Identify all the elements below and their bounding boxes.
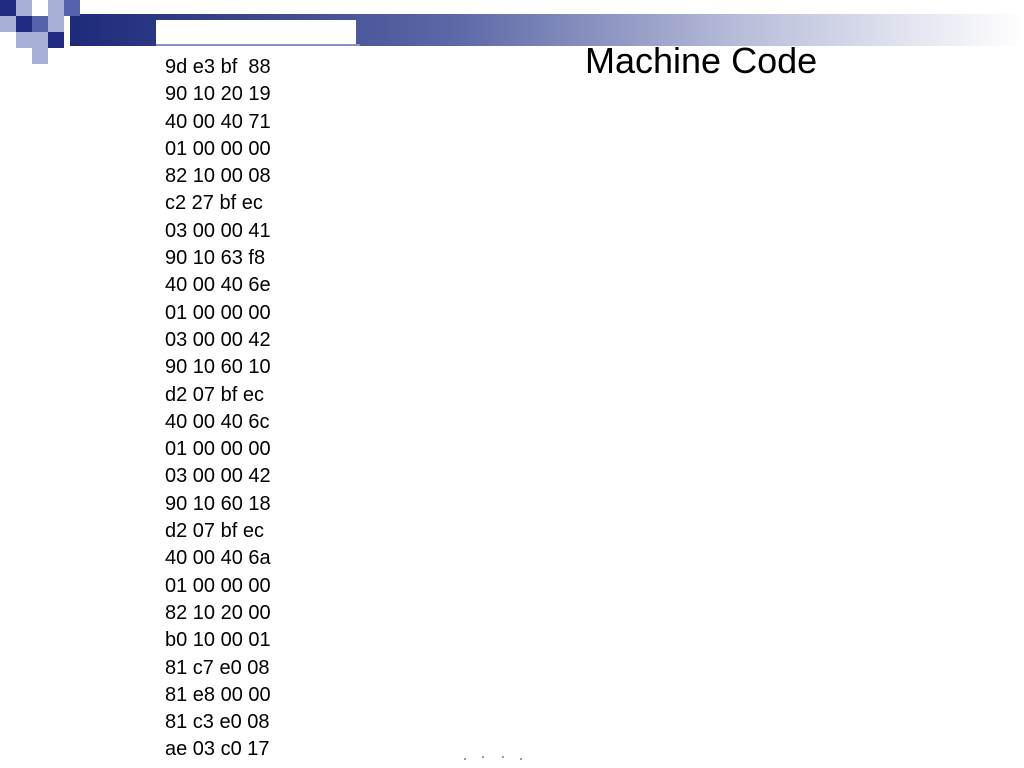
code-line: d2 07 bf ec: [165, 383, 264, 406]
code-line: 81 c3 e0 08: [165, 711, 270, 734]
code-line: 40 00 40 71: [165, 110, 271, 133]
code-line: 03 00 00 42: [165, 465, 271, 488]
code-line: c2 27 bf ec: [165, 192, 263, 215]
header-underline: [156, 44, 360, 46]
code-line: 81 c7 e0 08: [165, 656, 270, 679]
code-line: b0 10 00 01: [165, 629, 271, 652]
checker-logo-decoration: [0, 0, 80, 64]
header-notch: [156, 20, 356, 46]
machine-code-list: 9d e3 bf 88 90 10 20 19 40 00 40 71 01 00 0…: [165, 54, 271, 764]
code-line: 81 e8 00 00: [165, 683, 271, 706]
code-line: 40 00 40 6a: [165, 547, 271, 570]
code-line: 90 10 63 f8: [165, 247, 266, 270]
code-line: ae 03 c0 17: [165, 738, 270, 761]
code-line: 01 00 00 00: [165, 574, 271, 597]
code-line: 40 00 40 6c: [165, 410, 270, 433]
code-line: 40 00 40 6e: [165, 274, 271, 297]
code-line: 01 00 00 00: [165, 137, 271, 160]
code-line: 03 00 00 42: [165, 328, 271, 351]
footer-decoration: [464, 756, 524, 762]
code-line: 9d e3 bf 88: [165, 56, 271, 78]
slide-title: Machine Code: [585, 40, 818, 81]
code-line: 03 00 00 41: [165, 219, 271, 242]
code-line: 82 10 00 08: [165, 165, 271, 188]
code-line: 90 10 20 19: [165, 83, 271, 106]
code-line: 90 10 60 18: [165, 492, 271, 515]
code-line: d2 07 bf ec: [165, 520, 264, 543]
code-line: 01 00 00 00: [165, 301, 271, 324]
code-line: 82 10 20 00: [165, 601, 271, 624]
code-line: 90 10 60 10: [165, 356, 271, 379]
code-line: 01 00 00 00: [165, 438, 271, 461]
